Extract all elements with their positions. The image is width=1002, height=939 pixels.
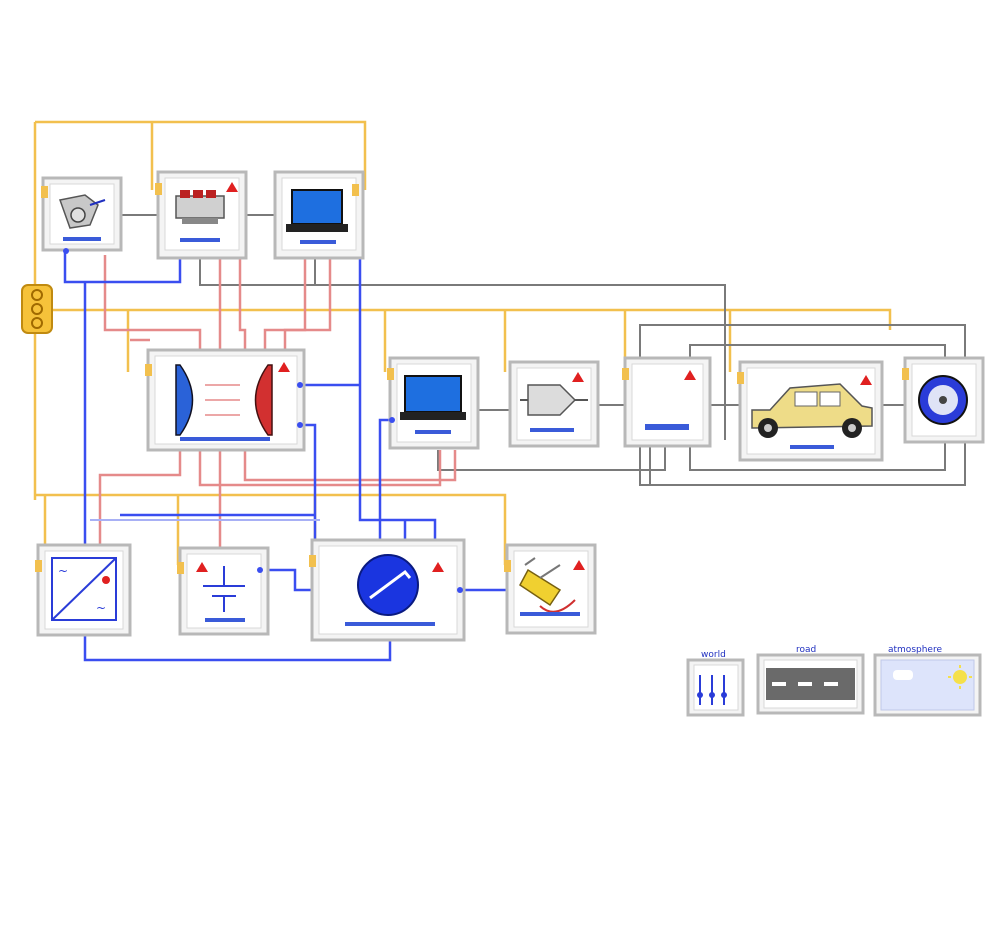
block-power-plug[interactable] [504,543,597,635]
warning-triangle-icon [278,362,290,372]
converter-icon: ~ ~ [51,557,117,621]
block-atmosphere[interactable]: atmosphere [873,645,982,717]
monitor-icon [400,375,466,420]
road-label: road [796,645,816,655]
thermal-line-9 [243,450,457,482]
world-label: world [701,650,726,660]
monitor-icon [286,189,348,232]
car-icon [751,383,873,438]
world-axes-icon [697,675,727,705]
thermal-line-1 [103,255,202,350]
warning-triangle-icon [226,182,238,192]
bus-connector-coil[interactable] [21,284,53,334]
bus-line-main [35,308,892,330]
road-icon [766,668,855,700]
elec-line-8 [378,418,390,520]
block-monitor-top[interactable] [273,170,365,260]
warning-triangle-icon [684,370,696,380]
mech-line-1 [199,255,726,440]
thermal-line-3 [238,255,247,350]
warning-triangle-icon [573,560,585,570]
elec-line-3 [358,230,437,545]
wheel-icon [918,375,968,425]
elec-line-1 [63,250,182,284]
status-indicator-icon [102,576,110,584]
thermal-line-6 [98,450,182,560]
block-driveline[interactable] [622,356,712,448]
warning-triangle-icon [572,372,584,382]
controller-icon [59,194,106,229]
motor-icon [357,554,419,616]
engine-icon [175,190,225,224]
warning-triangle-icon [432,562,444,572]
block-engine[interactable] [155,170,248,260]
block-electric-motor[interactable] [309,538,466,642]
battery-icon [203,566,245,612]
block-heat-exchanger[interactable] [145,348,306,452]
warning-triangle-icon [196,562,208,572]
block-wheel[interactable] [902,356,985,444]
atmosphere-label: atmosphere [888,645,942,655]
mech-line-9 [437,440,666,471]
cloud-icon [893,670,913,680]
plug-icon [519,557,576,613]
thermal-line-8 [198,450,442,487]
thermal-line-5 [283,255,332,350]
block-battery[interactable] [177,546,270,636]
svg-text:~: ~ [58,564,68,578]
svg-text:~: ~ [96,601,106,615]
block-gearbox[interactable] [508,360,600,448]
block-road[interactable]: road [756,645,865,715]
warning-triangle-icon [860,375,872,385]
wires [33,120,966,662]
bus-line-top [35,120,367,190]
bus-line-bottom [35,493,507,565]
block-world[interactable]: world [686,650,745,717]
block-controller[interactable] [41,176,123,254]
gearbox-icon [520,384,588,416]
sun-icon [948,665,972,689]
elec-line-9 [260,568,320,592]
block-monitor-mid[interactable] [387,356,480,450]
block-converter[interactable]: ~ ~ [35,543,132,637]
heat-exchanger-icon [175,364,273,436]
block-chassis[interactable] [737,360,884,462]
elec-line-11 [83,635,392,662]
